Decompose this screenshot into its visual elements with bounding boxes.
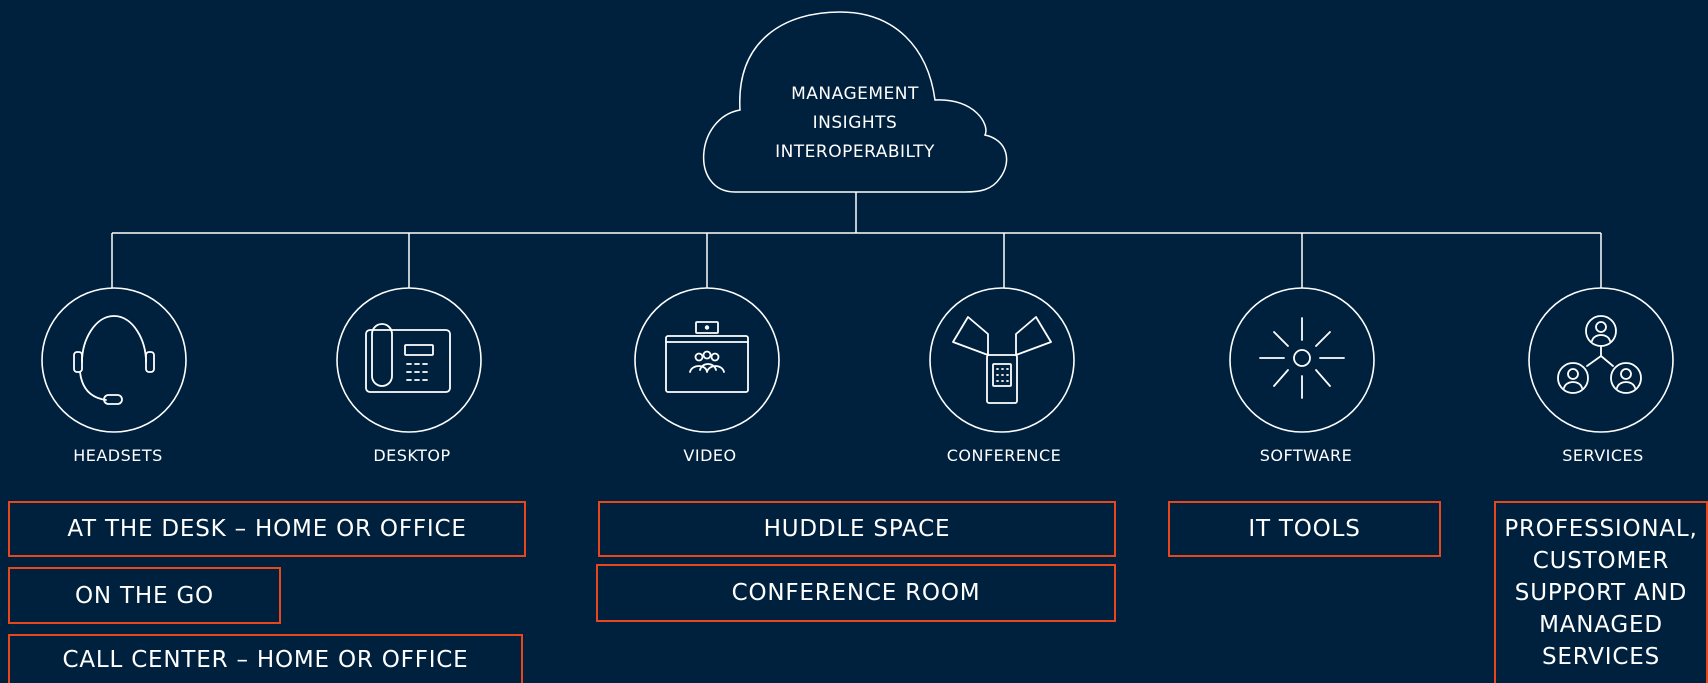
conference-phone-icon xyxy=(952,316,1052,404)
tag-conference-room: CONFERENCE ROOM xyxy=(596,564,1116,622)
category-label-services: SERVICES xyxy=(1562,446,1644,465)
software-node xyxy=(1229,287,1375,433)
cloud-line-interoperability: INTEROPERABILTY xyxy=(775,142,935,162)
video-bar-icon xyxy=(665,321,749,393)
tag-it-tools: IT TOOLS xyxy=(1168,501,1441,557)
cloud-label: MANAGEMENT INSIGHTS INTEROPERABILTY xyxy=(720,80,990,167)
tag-on-the-go: ON THE GO xyxy=(8,567,281,624)
category-label-software: SOFTWARE xyxy=(1259,446,1353,465)
desktop-node xyxy=(336,287,482,433)
cloud-line-insights: INSIGHTS xyxy=(812,113,898,133)
category-label-conference: CONFERENCE xyxy=(946,446,1062,465)
category-label-desktop: DESKTOP xyxy=(373,446,451,465)
tag-at-the-desk: AT THE DESK – HOME OR OFFICE xyxy=(8,501,526,557)
category-label-video: VIDEO xyxy=(683,446,737,465)
tag-services: PROFESSIONAL, CUSTOMER SUPPORT AND MANAG… xyxy=(1494,501,1708,683)
software-burst-icon xyxy=(1259,317,1345,399)
desk-phone-icon xyxy=(365,323,451,393)
cloud-shape xyxy=(702,11,1008,193)
services-node xyxy=(1528,287,1674,433)
services-line-1: PROFESSIONAL, xyxy=(1504,516,1698,542)
services-line-4: MANAGED xyxy=(1539,612,1663,638)
category-label-headsets: HEADSETS xyxy=(73,446,163,465)
services-line-5: SERVICES xyxy=(1542,644,1660,670)
services-line-2: CUSTOMER xyxy=(1532,548,1670,574)
people-network-icon xyxy=(1557,315,1642,394)
tag-call-center: CALL CENTER – HOME OR OFFICE xyxy=(8,634,523,683)
headset-icon xyxy=(73,315,155,405)
cloud-line-management: MANAGEMENT xyxy=(791,84,919,104)
services-line-3: SUPPORT AND xyxy=(1514,580,1688,606)
tag-huddle-space: HUDDLE SPACE xyxy=(598,501,1116,557)
conference-node xyxy=(929,287,1075,433)
headsets-node xyxy=(41,287,187,433)
video-node xyxy=(634,287,780,433)
